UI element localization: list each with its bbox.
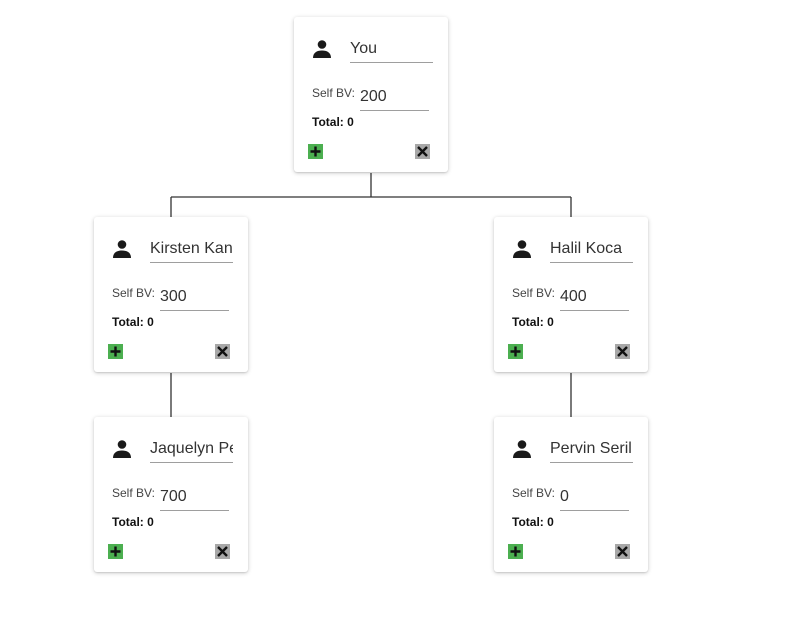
self-bv-input[interactable] [360, 84, 429, 111]
total-label: Total: [312, 115, 344, 129]
tree-node-kirsten: Self BV: Total: 0 [94, 217, 248, 372]
total-row: Total: 0 [112, 315, 154, 329]
total-row: Total: 0 [512, 315, 554, 329]
remove-node-button[interactable] [415, 144, 430, 159]
self-bv-input[interactable] [160, 484, 229, 511]
total-value: 0 [547, 515, 554, 529]
self-bv-label: Self BV: [312, 86, 355, 100]
plus-icon [110, 546, 121, 557]
person-icon [513, 440, 531, 458]
close-icon [417, 146, 428, 157]
remove-node-button[interactable] [215, 344, 230, 359]
tree-node-halil: Self BV: Total: 0 [494, 217, 648, 372]
add-child-button[interactable] [508, 344, 523, 359]
person-icon [513, 240, 531, 258]
plus-icon [510, 346, 521, 357]
person-icon [113, 240, 131, 258]
add-child-button[interactable] [508, 544, 523, 559]
plus-icon [510, 546, 521, 557]
self-bv-label: Self BV: [112, 486, 155, 500]
self-bv-label: Self BV: [112, 286, 155, 300]
remove-node-button[interactable] [615, 544, 630, 559]
total-row: Total: 0 [312, 115, 354, 129]
self-bv-input[interactable] [560, 284, 629, 311]
person-icon [313, 40, 331, 58]
plus-icon [110, 346, 121, 357]
self-bv-input[interactable] [560, 484, 629, 511]
remove-node-button[interactable] [215, 544, 230, 559]
tree-node-you: Self BV: Total: 0 [294, 17, 448, 172]
close-icon [617, 546, 628, 557]
total-value: 0 [147, 315, 154, 329]
self-bv-label: Self BV: [512, 286, 555, 300]
plus-icon [310, 146, 321, 157]
total-value: 0 [547, 315, 554, 329]
self-bv-label: Self BV: [512, 486, 555, 500]
total-value: 0 [147, 515, 154, 529]
tree-node-pervin: Self BV: Total: 0 [494, 417, 648, 572]
total-value: 0 [347, 115, 354, 129]
add-child-button[interactable] [108, 544, 123, 559]
member-name-input[interactable] [150, 235, 233, 263]
person-icon [113, 440, 131, 458]
member-name-input[interactable] [550, 235, 633, 263]
close-icon [217, 546, 228, 557]
total-label: Total: [112, 515, 144, 529]
member-name-input[interactable] [150, 435, 233, 463]
total-row: Total: 0 [112, 515, 154, 529]
total-label: Total: [112, 315, 144, 329]
remove-node-button[interactable] [615, 344, 630, 359]
close-icon [217, 346, 228, 357]
add-child-button[interactable] [108, 344, 123, 359]
total-label: Total: [512, 515, 544, 529]
close-icon [617, 346, 628, 357]
member-name-input[interactable] [550, 435, 633, 463]
add-child-button[interactable] [308, 144, 323, 159]
self-bv-input[interactable] [160, 284, 229, 311]
member-name-input[interactable] [350, 35, 433, 63]
tree-node-jaquelyn: Self BV: Total: 0 [94, 417, 248, 572]
total-label: Total: [512, 315, 544, 329]
total-row: Total: 0 [512, 515, 554, 529]
